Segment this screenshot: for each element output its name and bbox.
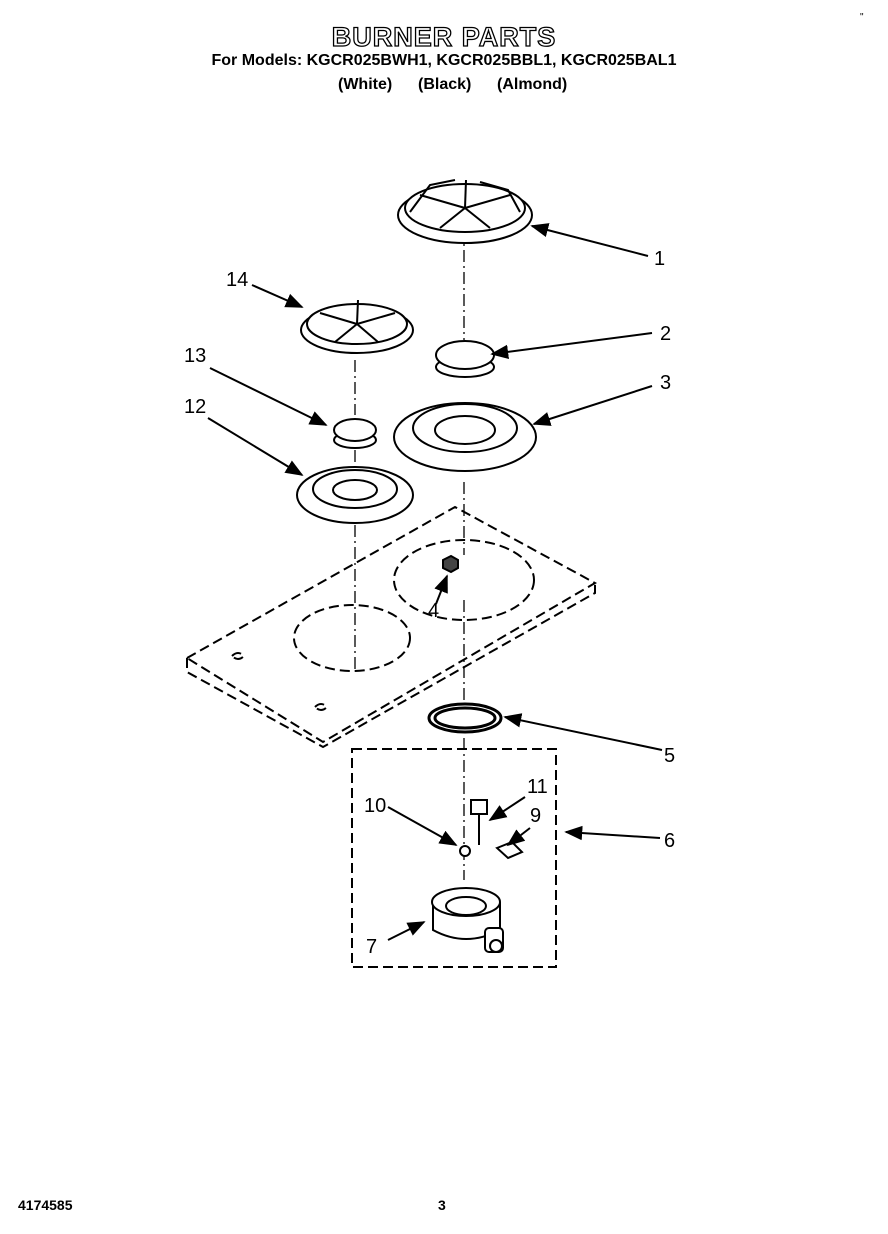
- small-burner-cap: [333, 418, 377, 449]
- variant-black: (Black): [418, 76, 472, 93]
- callout-7: 7: [366, 936, 377, 958]
- corner-mark: ": [860, 12, 864, 23]
- leader-lines: [207, 223, 663, 941]
- burner-gasket: [427, 702, 503, 734]
- large-burner-cap: [435, 340, 495, 378]
- page-number: 3: [438, 1197, 446, 1213]
- callout-3: 3: [660, 372, 671, 394]
- large-burner-grate: [397, 179, 533, 244]
- callout-14: 14: [226, 269, 248, 291]
- callout-10: 10: [364, 795, 386, 817]
- spark-electrode: [470, 799, 488, 845]
- callout-12: 12: [184, 396, 206, 418]
- color-variants: (White) (Black) (Almond): [0, 76, 888, 96]
- burner-head: [431, 887, 504, 953]
- callout-13: 13: [184, 345, 206, 367]
- large-burner-base: [393, 402, 537, 472]
- callout-11: 11: [527, 776, 548, 798]
- callout-6: 6: [664, 830, 675, 852]
- callout-4: 4: [428, 600, 439, 622]
- burner-assembly-box: [351, 748, 557, 968]
- document-number: 4174585: [18, 1197, 73, 1213]
- variant-white: (White): [338, 76, 393, 93]
- callout-5: 5: [664, 745, 675, 767]
- burner-nut: [442, 554, 459, 574]
- callout-9: 9: [530, 805, 541, 827]
- small-burner-base: [296, 466, 414, 524]
- small-burner-grate: [300, 299, 414, 354]
- callout-1: 1: [654, 248, 665, 270]
- cooktop-panel: [185, 505, 598, 749]
- gas-orifice: [459, 845, 471, 857]
- variant-almond: (Almond): [497, 76, 568, 93]
- page-title: BURNER PARTS: [331, 21, 557, 52]
- callout-2: 2: [660, 323, 671, 345]
- model-list: For Models: KGCR025BWH1, KGCR025BBL1, KG…: [211, 52, 677, 69]
